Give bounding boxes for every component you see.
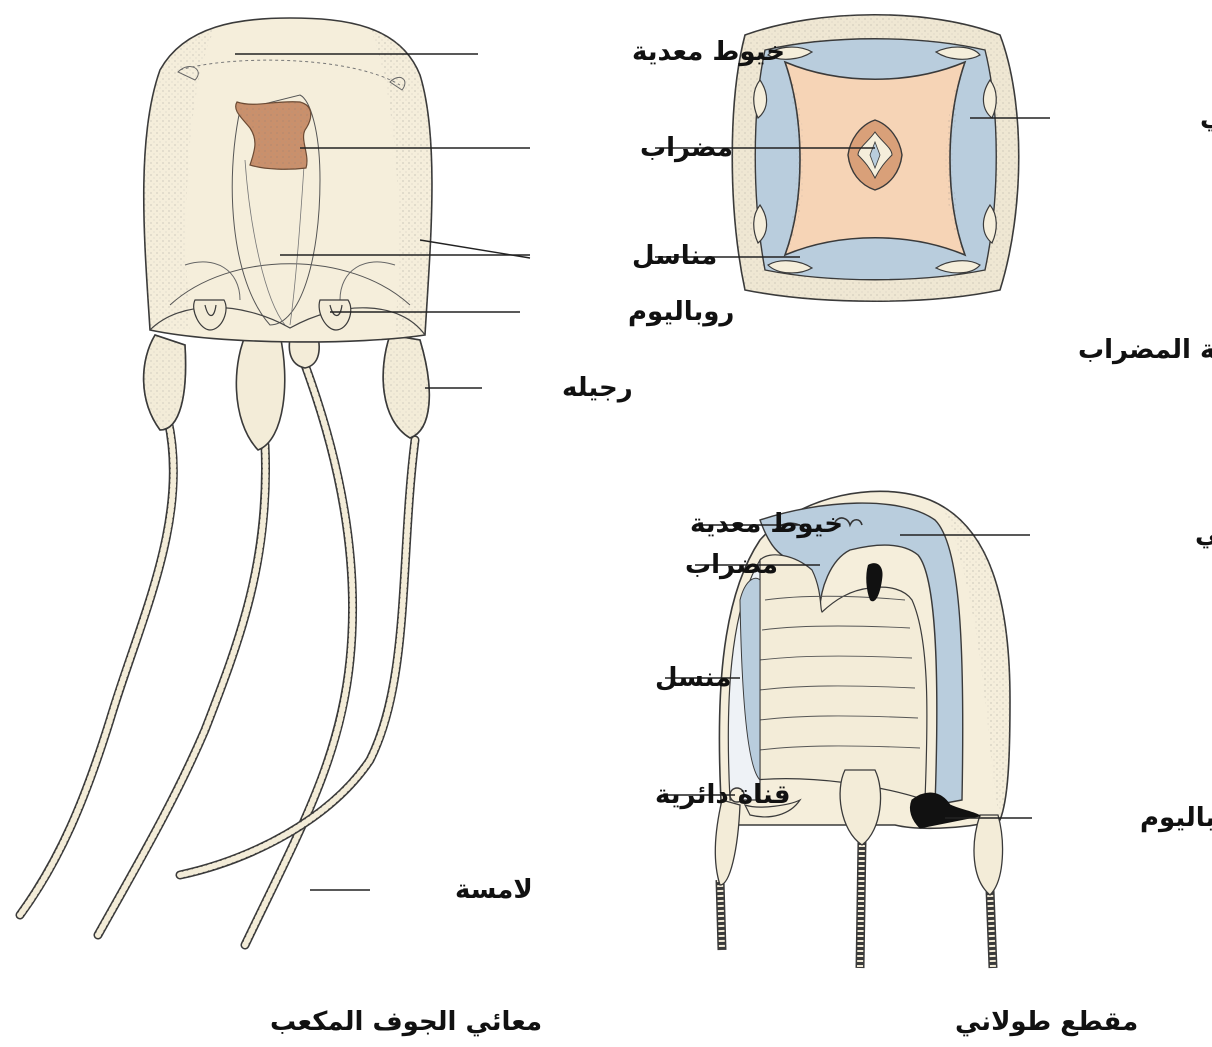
tentacles <box>15 360 420 950</box>
label-long-ring-canal: قناة دائرية <box>655 780 791 810</box>
label-jelly-rhopalium: روباليوم <box>628 297 734 327</box>
longitudinal-section-illustration <box>714 490 1011 969</box>
long-gastric-filaments <box>774 517 863 531</box>
cross-section-illustration <box>731 14 1020 303</box>
caption-cross-section: مقطع عرضي في سوية المضراب <box>1078 335 1212 365</box>
rhopalia <box>193 299 352 331</box>
label-jelly-gastric-filaments: خيوط معدية <box>632 37 785 67</box>
label-long-radial-pocket: جيب شعاعي <box>1195 519 1212 549</box>
label-jelly-tentacle: لامسة <box>455 875 533 905</box>
long-gonad <box>739 577 761 782</box>
jellyfish-illustration <box>15 17 433 950</box>
label-cross-radial-pocket: جيب شعاعي <box>1200 102 1212 132</box>
label-long-gastric-filaments: خيوط معدية <box>690 509 843 539</box>
caption-longitudinal: مقطع طولاني <box>955 1007 1138 1037</box>
caption-jelly: معائي الجوف المكعب <box>270 1007 542 1037</box>
long-leaders <box>665 524 1032 819</box>
label-long-rhopalium: روباليوم <box>1140 803 1212 833</box>
pedalia <box>142 329 431 451</box>
label-long-manubrium: مضراب <box>685 550 778 580</box>
label-jelly-pedalium: رجيله <box>562 373 633 403</box>
jelly-leaders <box>235 53 531 891</box>
long-rhopalium <box>909 792 982 829</box>
label-jelly-gonads: مناسل <box>632 241 717 271</box>
cross-leaders <box>655 117 1050 258</box>
label-jelly-manubrium: مضراب <box>640 133 733 163</box>
label-long-gonad: منسل <box>655 663 731 693</box>
labels: خيوط معدية مضراب مناسل روباليوم رجيله لا… <box>270 37 1212 1037</box>
